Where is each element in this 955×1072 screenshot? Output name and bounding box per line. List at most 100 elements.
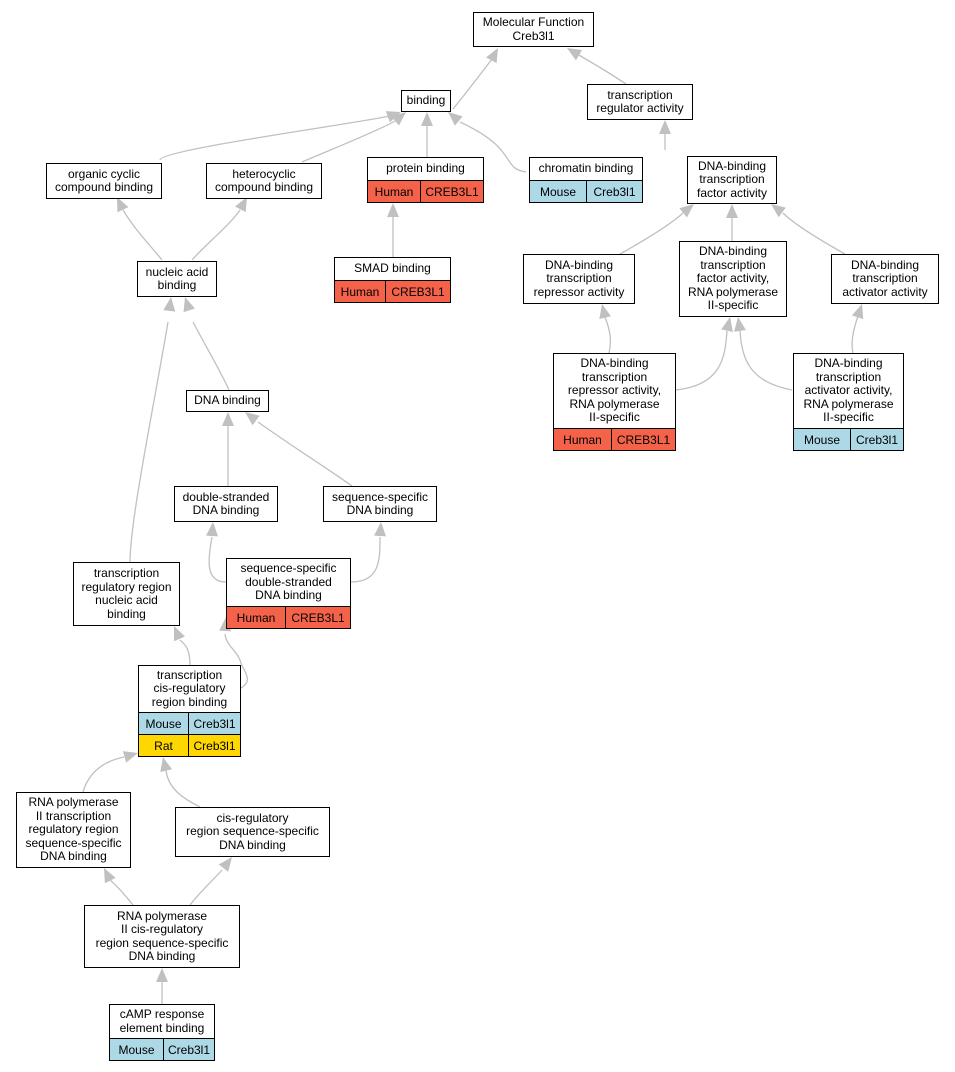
gene-cell: Creb3l1 <box>850 429 903 450</box>
edge <box>576 53 627 85</box>
node-label-line: II-specific <box>823 410 874 425</box>
edge <box>257 421 353 487</box>
arrowhead <box>486 48 498 64</box>
node-label-line: RNA polymerase <box>28 795 119 810</box>
node-label-line: double-stranded <box>182 489 270 504</box>
arrowhead <box>734 317 746 332</box>
arrowhead <box>183 297 195 313</box>
arrowhead <box>245 412 260 426</box>
arrowhead <box>599 304 611 319</box>
node-label-line: binding <box>406 93 446 108</box>
node-label-line: compound binding <box>214 180 314 194</box>
species-cell: Rat <box>154 738 173 753</box>
node-label-line: DNA binding <box>192 503 260 517</box>
node-label-line: cis-regulatory <box>153 681 226 696</box>
node-label-line: Molecular Function <box>482 15 585 29</box>
node-label-line: DNA-binding <box>698 244 768 259</box>
edge <box>191 209 241 261</box>
node-label-line: double-stranded <box>245 574 332 589</box>
edge <box>179 639 191 666</box>
node-label-line: DNA-binding <box>850 257 920 272</box>
arrowhead <box>771 204 786 218</box>
arrowhead <box>391 112 406 126</box>
gene-cell: Creb3l1 <box>163 1039 214 1060</box>
edge <box>208 536 227 583</box>
node-label-line: DNA binding <box>194 393 261 408</box>
node-label-line: RNA polymerase <box>116 908 208 923</box>
node-label-line: DNA binding <box>219 837 286 852</box>
arrowhead <box>721 317 733 332</box>
arrowhead <box>421 112 433 126</box>
node-label-line: transcription <box>700 257 766 272</box>
node-label-line: binding <box>107 606 146 621</box>
node-binding[interactable]: binding <box>401 90 451 112</box>
species-cell: Mouse <box>803 432 841 447</box>
edge <box>675 330 728 391</box>
node-label-line: regulatory region <box>81 579 172 594</box>
node-label-line: DNA-binding <box>580 356 649 371</box>
annotation-row: Rat Creb3l1 <box>139 734 240 756</box>
node-label-line: DNA binding <box>40 849 107 864</box>
node-label-line: SMAD binding <box>354 261 431 276</box>
node-label-line: cis-regulatory <box>216 810 289 825</box>
node-label-line: transcription <box>93 566 160 580</box>
arrowhead <box>104 868 116 884</box>
node-label: chromatin binding <box>530 158 642 180</box>
gene-cell: Creb3l1 <box>188 735 240 756</box>
node-label-line: transcription <box>607 87 673 102</box>
node-label-line: II-specific <box>707 298 759 313</box>
node-label-line: region sequence-specific <box>95 935 229 950</box>
node-label-line: DNA binding <box>255 588 322 603</box>
arrowhead <box>387 203 399 217</box>
arrowhead <box>163 297 176 312</box>
arrowhead <box>448 112 463 126</box>
edge <box>301 120 396 163</box>
node-label: protein binding <box>368 158 483 180</box>
node-label-line: DNA binding <box>128 949 196 963</box>
arrowhead <box>206 522 219 537</box>
gene-cell: CREB3L1 <box>285 607 350 628</box>
node-label-line: transcription <box>815 369 882 384</box>
node-dnab[interactable]: DNA binding <box>186 390 269 412</box>
arrowhead <box>567 48 583 61</box>
edge <box>224 633 249 689</box>
node-label-line: Creb3l1 <box>512 28 555 43</box>
node-label-line: II cis-regulatory <box>120 922 204 936</box>
node-label-line: heterocyclic <box>232 166 296 181</box>
edge <box>122 209 163 261</box>
species-cell: Mouse <box>539 184 577 199</box>
